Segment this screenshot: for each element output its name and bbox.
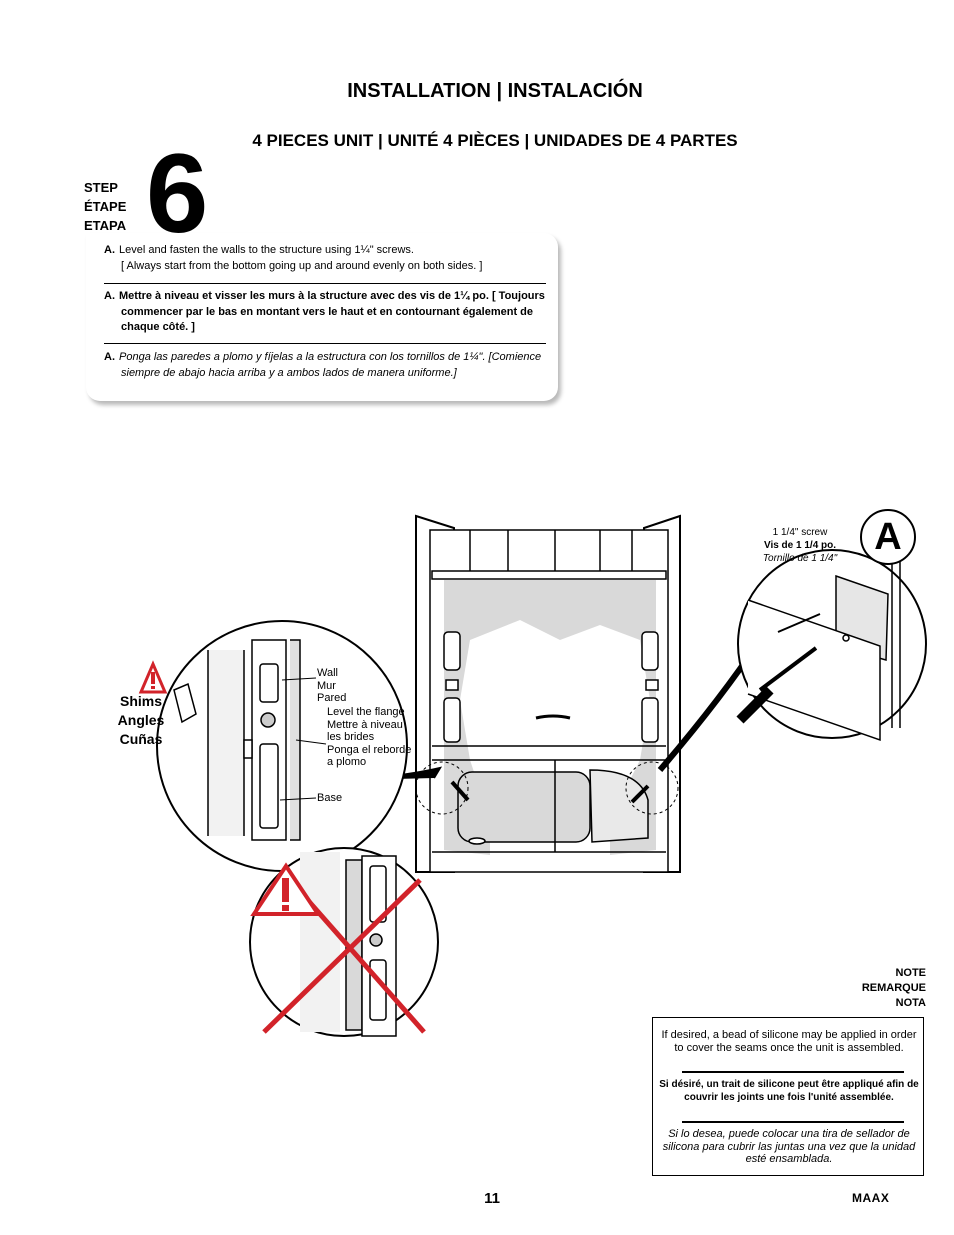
instruction-es: A. Ponga las paredes a plomo y fíjelas a … [104,350,561,381]
instruction-en-note: [ Always start from the bottom going up … [121,259,483,272]
shim-icon [173,682,197,724]
flange-label: Level the flange Mettre à niveau les bri… [327,706,411,769]
flange-label-line-5: a plomo [327,756,367,768]
note-divider [682,1071,904,1073]
brand-logo: MAAX [852,1191,890,1205]
instruction-es-text: Ponga las paredes a plomo y fíjelas a la… [119,351,542,379]
note-text-fr: Si désiré, un trait de silicone peut êtr… [659,1079,919,1103]
wall-label-fr: Mur [317,679,336,692]
instruction-en-text: Level and fasten the walls to the struct… [119,244,414,256]
warning-icon-large [250,862,322,916]
note-text-es: Si lo desea, puede colocar una tira de s… [662,1128,916,1165]
shims-label-en: Shims [119,693,162,709]
step-label-fr: ÉTAPE [84,199,127,214]
instruction-divider [104,283,546,284]
instruction-fr-text: Mettre à niveau et visser les murs à la … [119,290,545,333]
instruction-fr: A. Mettre à niveau et visser les murs à l… [104,289,561,336]
note-box [652,1017,924,1176]
shower-unit-illustration [415,514,681,873]
note-heading: NOTE REMARQUE NOTA [820,966,926,1011]
instruction-box [86,233,558,401]
shims-label-fr: Angles [117,712,165,728]
base-label: Base [317,792,343,804]
note-text-en: If desired, a bead of silicone may be ap… [661,1029,917,1054]
warning-icon-small [138,660,168,694]
screw-label-en: 1 1/4" screw [772,527,828,538]
wall-label-en: Wall [317,667,338,679]
page-number: 11 [484,1190,500,1207]
screw-detail-illustration [736,549,927,742]
instruction-en-lead: A. [104,244,115,256]
flange-label-line-3: les brides [327,731,375,743]
flange-label-line-2: Mettre à niveau [327,718,403,731]
screw-label-fr: Vis de 1 1/4 po. [763,540,837,551]
note-heading-fr: REMARQUE [861,982,926,994]
flange-label-line-4: Ponga el reborde [327,743,412,756]
instruction-divider [104,343,546,344]
instruction-es-lead: A. [104,351,115,363]
callout-a-circle [860,509,916,565]
screw-label-es: Tornillo de 1 1/4" [762,553,838,564]
wall-label: Wall Mur Pared [317,667,346,705]
shims-label: Shims Angles Cuñas [106,692,176,749]
note-heading-es: NOTA [895,997,926,1009]
step-number: 6 [146,131,208,256]
step-label-es: ETAPA [84,218,127,233]
page-title: INSTALLATION | INSTALACIÓN [347,80,643,102]
shims-label-es: Cuñas [119,731,163,747]
note-heading-en: NOTE [895,967,926,979]
screw-label: 1 1/4" screw Vis de 1 1/4 po. Tornillo d… [740,526,860,565]
step-label: STEP ÉTAPE ETAPA [84,178,126,235]
instruction-fr-lead: A. [104,290,115,302]
instruction-en: A. Level and fasten the walls to the stru… [104,243,544,274]
note-divider [682,1121,904,1123]
wall-label-es: Pared [317,692,347,704]
step-label-en: STEP [84,180,118,195]
flange-label-line-1: Level the flange [327,706,405,718]
page-subtitle: 4 PIECES UNIT | UNITÉ 4 PIÈCES | UNIDADE… [252,131,738,150]
callout-a-letter: A [874,516,902,558]
